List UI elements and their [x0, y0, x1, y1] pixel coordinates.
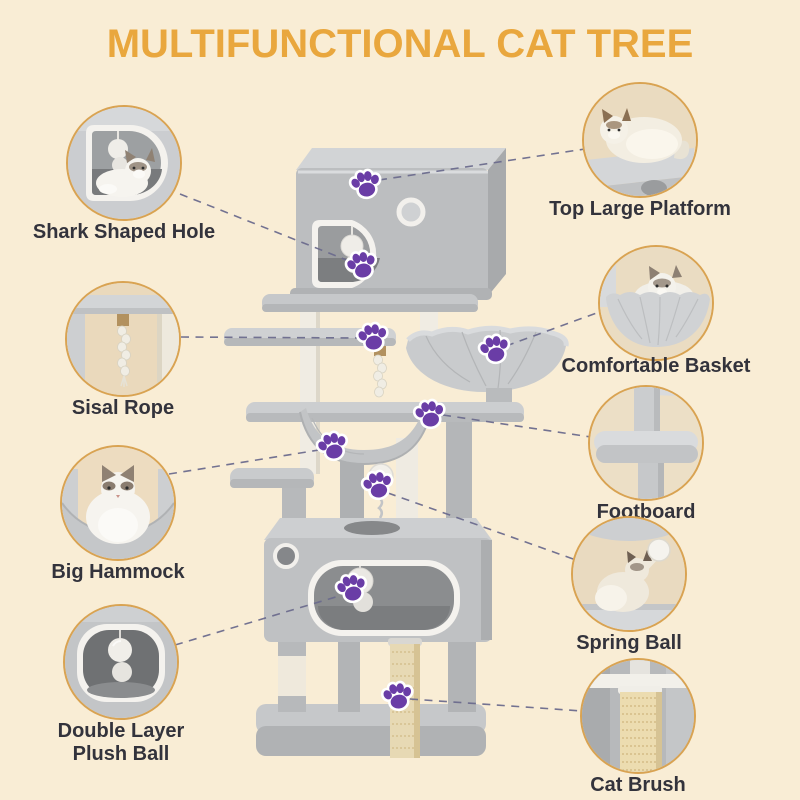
shark-shaped-hole-image: [66, 105, 182, 221]
top-condo-box: [262, 148, 506, 312]
spring-ball-image: [571, 516, 687, 632]
feature-label: Shark Shaped Hole: [32, 221, 216, 243]
big-hammock-image: [60, 445, 176, 561]
feature-label: Top Large Platform: [549, 198, 731, 220]
lower-posts: [278, 642, 476, 712]
feature-label: Sisal Rope: [71, 397, 175, 419]
double-layer-plush-ball-image: [63, 604, 179, 720]
base-platform: [256, 704, 486, 756]
footboard-image: [588, 385, 704, 501]
feature-label: Big Hammock: [51, 561, 185, 583]
feature-label: Comfortable Basket: [561, 355, 751, 377]
comfortable-basket-image: [598, 245, 714, 361]
feature-label: Spring Ball: [576, 632, 682, 654]
feature-label: Cat Brush: [590, 774, 686, 796]
top-large-platform-image: [582, 82, 698, 198]
page-title: MULTIFUNCTIONAL CAT TREE: [106, 22, 694, 66]
sisal-rope-image: [65, 281, 181, 397]
cat-brush-image: [580, 658, 696, 774]
lower-condo-box: [264, 518, 492, 642]
callout-connectors: [168, 148, 603, 712]
sisal-rope-level: [224, 328, 396, 398]
feature-label: Double Layer Plush Ball: [57, 720, 185, 765]
